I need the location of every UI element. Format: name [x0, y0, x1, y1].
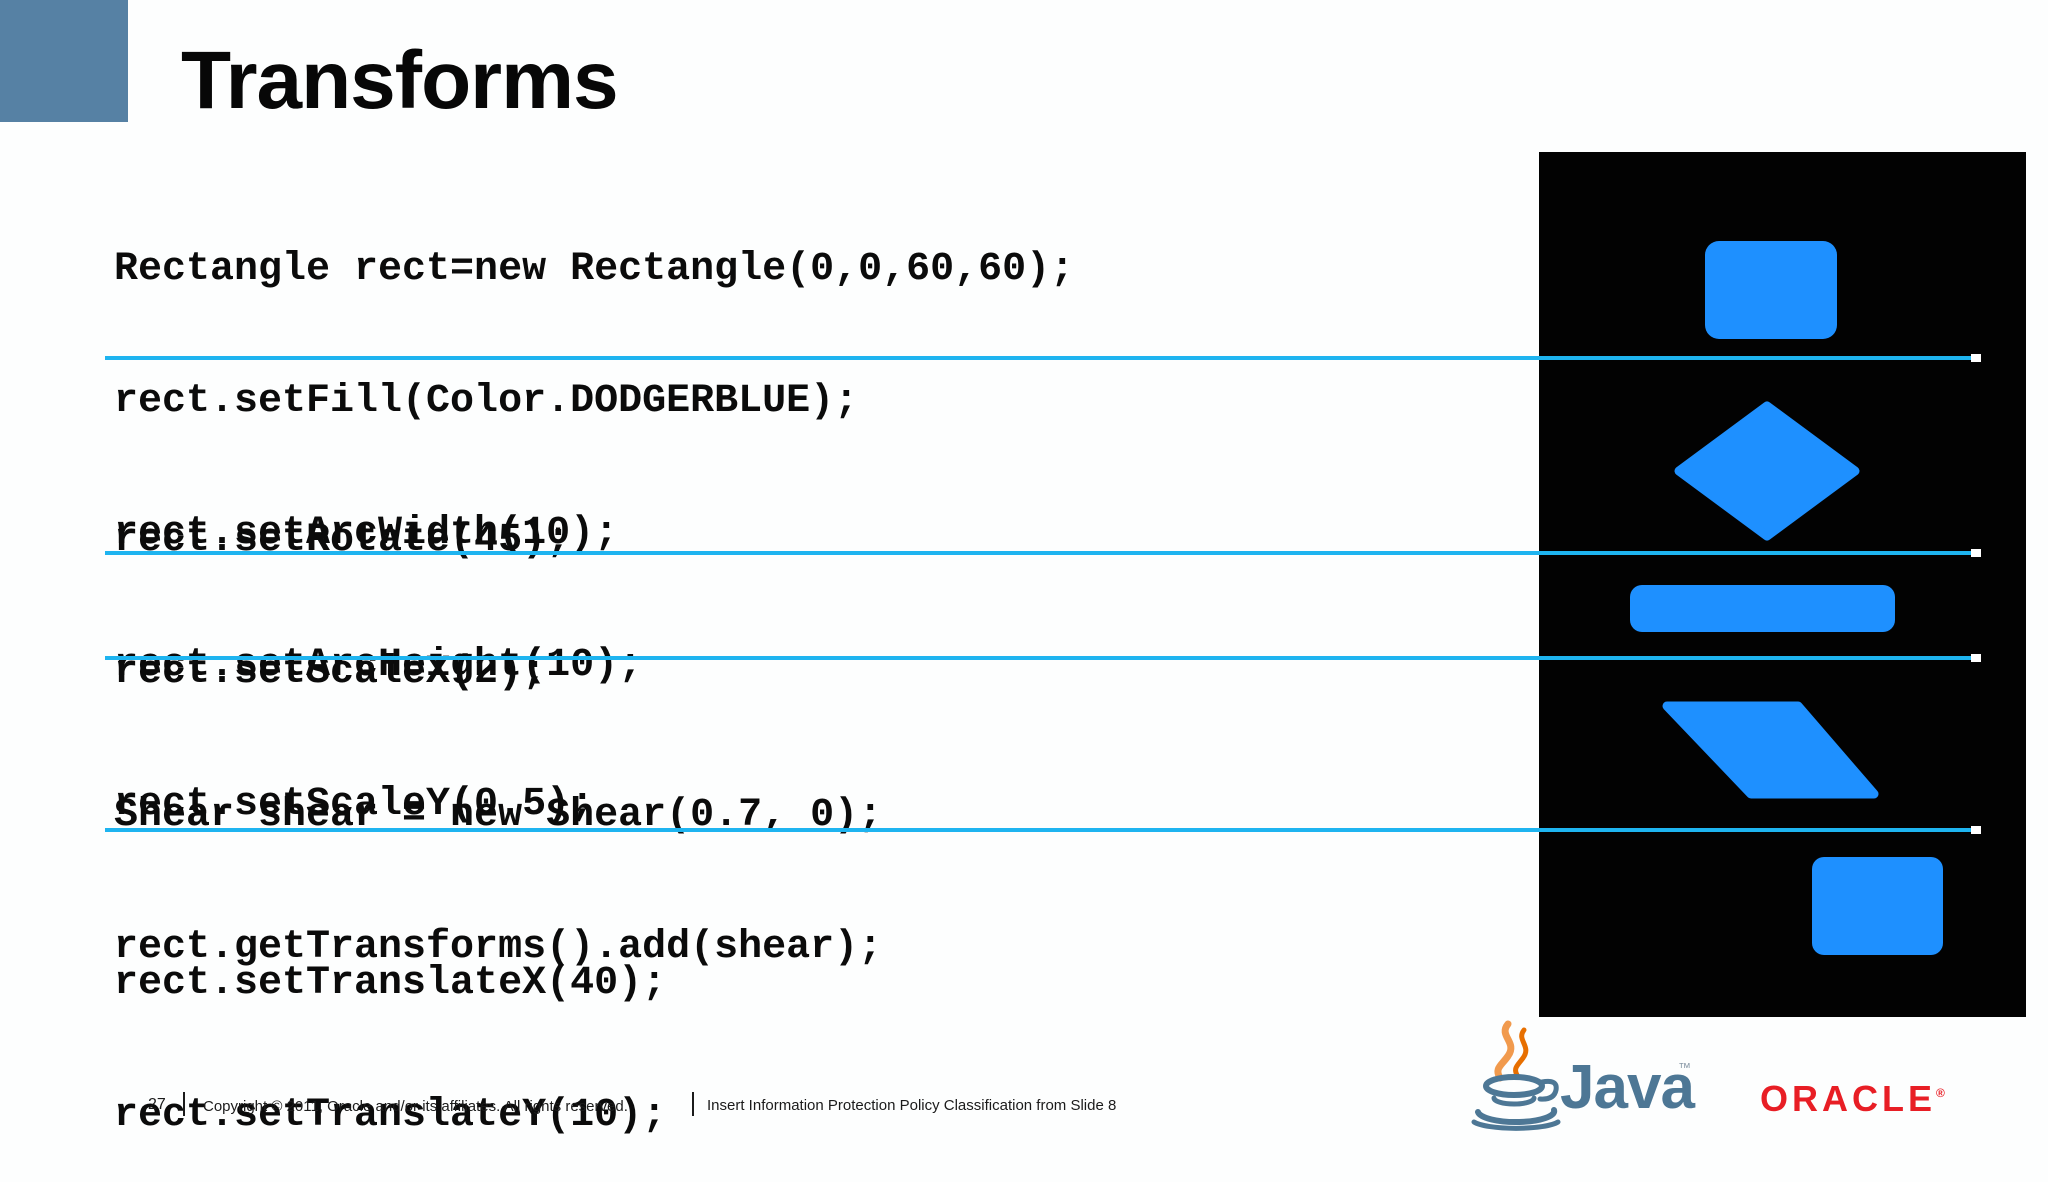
- code-line: Rectangle rect=new Rectangle(0,0,60,60);: [114, 247, 1075, 292]
- copyright-text: Copyright © 2011, Oracle and/or its affi…: [203, 1098, 628, 1115]
- section-divider: [105, 549, 1981, 557]
- divider-end-cap: [1971, 549, 1981, 557]
- divider-end-cap: [1971, 354, 1981, 362]
- code-line: rect.setTranslateX(40);: [114, 961, 667, 1006]
- code-block-translate: rect.setTranslateX(40); rect.setTranslat…: [114, 874, 666, 1182]
- oracle-logo-text: ORACLE: [1760, 1078, 1936, 1119]
- coffee-cup-icon: [1471, 1020, 1561, 1131]
- divider-end-cap: [1971, 654, 1981, 662]
- shape-rotated-diamond: [1674, 401, 1860, 541]
- footer: 27 Copyright © 2011, Oracle and/or its a…: [0, 1090, 2048, 1150]
- code-line: rect.setScaleY(0.5);: [114, 782, 595, 827]
- oracle-logo: ORACLE®: [1760, 1078, 1945, 1120]
- section-divider: [105, 354, 1981, 362]
- code-line: rect.setArcHeight(10);: [114, 643, 643, 688]
- code-block-create: Rectangle rect=new Rectangle(0,0,60,60);…: [114, 160, 1074, 732]
- shape-sheared-parallelogram: [1662, 701, 1879, 799]
- slide-number: 27: [148, 1096, 166, 1113]
- transform-result-panel: [1539, 152, 2026, 1017]
- corner-accent-square: [0, 0, 128, 122]
- code-line: rect.setArcWidth(10);: [114, 511, 619, 556]
- registered-symbol: ®: [1936, 1086, 1945, 1100]
- page-title: Transforms: [181, 35, 619, 126]
- code-line: rect.setTranslateY(10);: [114, 1093, 667, 1138]
- section-divider: [105, 826, 1981, 834]
- footer-separator: [183, 1092, 185, 1116]
- shape-translated-rect: [1812, 857, 1943, 955]
- code-block-rotate: rect.setRotate(45);: [114, 431, 570, 607]
- shape-scaled-rect: [1630, 585, 1895, 632]
- trademark-symbol: ™: [1678, 1060, 1691, 1075]
- code-line: rect.setRotate(45);: [114, 518, 571, 563]
- code-line: rect.setFill(Color.DODGERBLUE);: [114, 379, 859, 424]
- footer-separator: [692, 1092, 694, 1116]
- code-line: rect.getTransforms().add(shear);: [114, 925, 883, 970]
- divider-end-cap: [1971, 826, 1981, 834]
- java-logo: Java ™: [1468, 1016, 1698, 1136]
- shape-rounded-rect: [1705, 241, 1837, 339]
- section-divider: [105, 654, 1981, 662]
- classification-text: Insert Information Protection Policy Cla…: [707, 1097, 1117, 1114]
- java-logo-text: Java: [1560, 1053, 1695, 1122]
